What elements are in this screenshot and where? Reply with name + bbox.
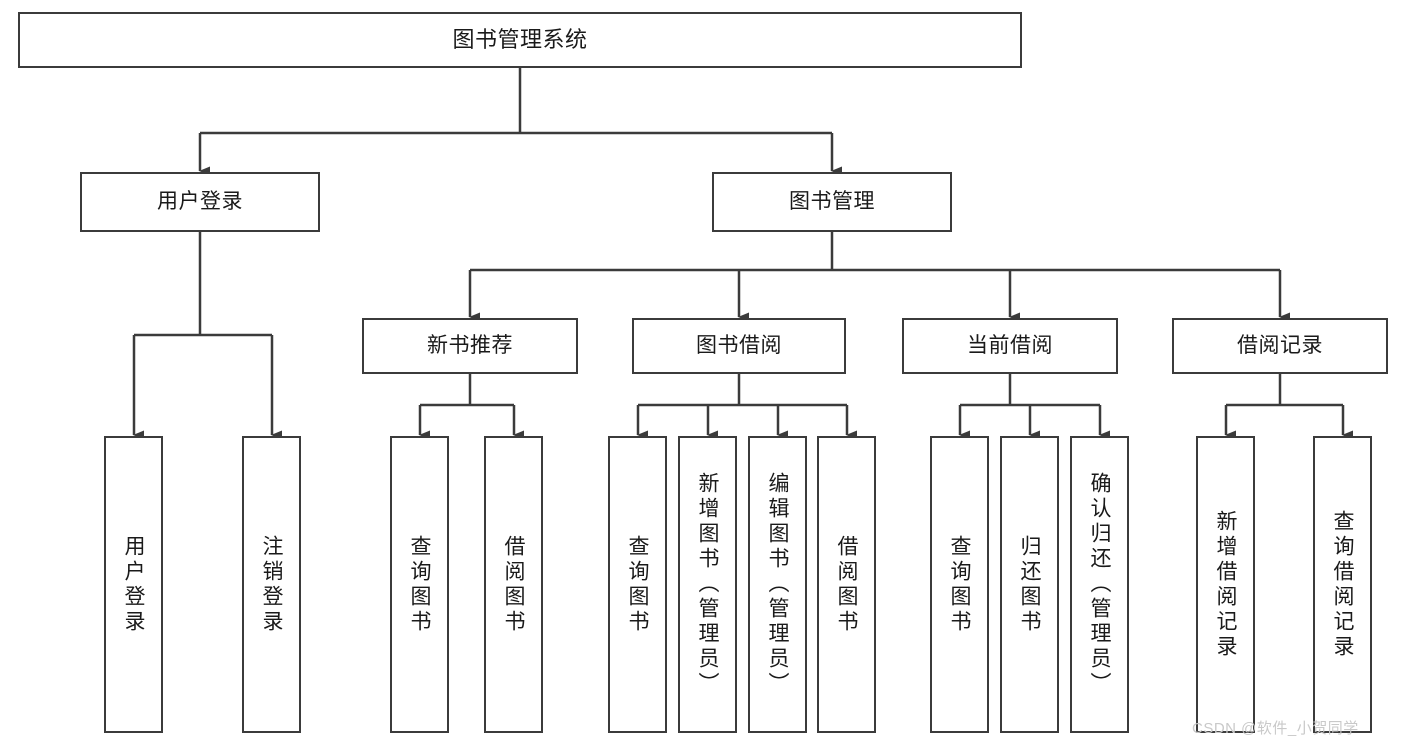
node-leaf-borrow-4[interactable]: 借阅图书 <box>817 436 876 733</box>
node-leaf-curr-1[interactable]: 查询图书 <box>930 436 989 733</box>
node-label: 用户登录 <box>157 189 243 213</box>
node-label: 新增借阅记录 <box>1214 509 1237 660</box>
node-label: 查询借阅记录 <box>1331 509 1354 660</box>
node-leaf-new-2[interactable]: 借阅图书 <box>484 436 543 733</box>
edge-layer <box>132 68 1353 440</box>
node-root[interactable]: 图书管理系统 <box>18 12 1022 68</box>
node-leaf-curr-3[interactable]: 确认归还（管理员） <box>1070 436 1129 733</box>
node-label: 确认归还（管理员） <box>1088 472 1111 697</box>
node-label: 当前借阅 <box>967 333 1053 357</box>
node-label: 借阅图书 <box>835 534 858 635</box>
node-leaf-login-1[interactable]: 用户登录 <box>104 436 163 733</box>
node-label: 新书推荐 <box>427 333 513 357</box>
node-label: 查询图书 <box>948 534 971 635</box>
node-label: 图书管理 <box>789 189 875 213</box>
node-leaf-login-2[interactable]: 注销登录 <box>242 436 301 733</box>
node-label: 图书借阅 <box>696 333 782 357</box>
node-leaf-curr-2[interactable]: 归还图书 <box>1000 436 1059 733</box>
node-login[interactable]: 用户登录 <box>80 172 320 232</box>
node-leaf-rec-2[interactable]: 查询借阅记录 <box>1313 436 1372 733</box>
node-records[interactable]: 借阅记录 <box>1172 318 1388 374</box>
node-label: 用户登录 <box>122 534 145 635</box>
node-newbook[interactable]: 新书推荐 <box>362 318 578 374</box>
node-label: 新增图书（管理员） <box>696 472 719 697</box>
node-leaf-new-1[interactable]: 查询图书 <box>390 436 449 733</box>
node-label: 查询图书 <box>408 534 431 635</box>
node-label: 归还图书 <box>1018 534 1041 635</box>
node-leaf-borrow-3[interactable]: 编辑图书（管理员） <box>748 436 807 733</box>
node-label: 注销登录 <box>260 534 283 635</box>
node-current[interactable]: 当前借阅 <box>902 318 1118 374</box>
node-leaf-borrow-2[interactable]: 新增图书（管理员） <box>678 436 737 733</box>
node-borrow[interactable]: 图书借阅 <box>632 318 846 374</box>
node-label: 查询图书 <box>626 534 649 635</box>
node-label: 编辑图书（管理员） <box>766 472 789 697</box>
node-label: 借阅图书 <box>502 534 525 635</box>
node-label: 图书管理系统 <box>452 27 588 53</box>
node-label: 借阅记录 <box>1237 333 1323 357</box>
node-leaf-borrow-1[interactable]: 查询图书 <box>608 436 667 733</box>
node-leaf-rec-1[interactable]: 新增借阅记录 <box>1196 436 1255 733</box>
node-bookmgmt[interactable]: 图书管理 <box>712 172 952 232</box>
